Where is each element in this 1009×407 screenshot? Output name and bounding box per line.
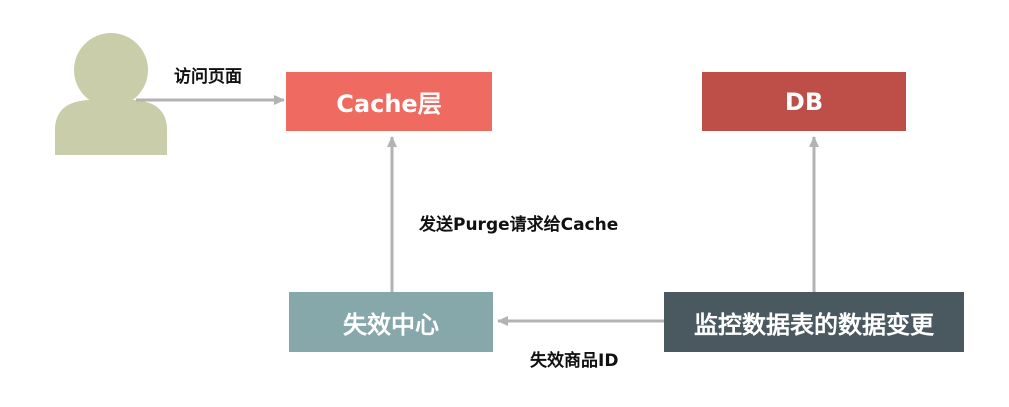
user-silhouette-icon bbox=[55, 33, 167, 155]
invalidation-center-node: 失效中心 bbox=[289, 292, 493, 352]
edge-label-visit-page: 访问页面 bbox=[174, 67, 242, 87]
edge-label-send-purge: 发送Purge请求给Cache bbox=[419, 215, 619, 235]
cache-layer-node: Cache层 bbox=[286, 72, 492, 131]
edge-label-invalid-product-id: 失效商品ID bbox=[530, 351, 619, 371]
monitor-node: 监控数据表的数据变更 bbox=[664, 292, 964, 352]
db-node: DB bbox=[702, 72, 906, 131]
